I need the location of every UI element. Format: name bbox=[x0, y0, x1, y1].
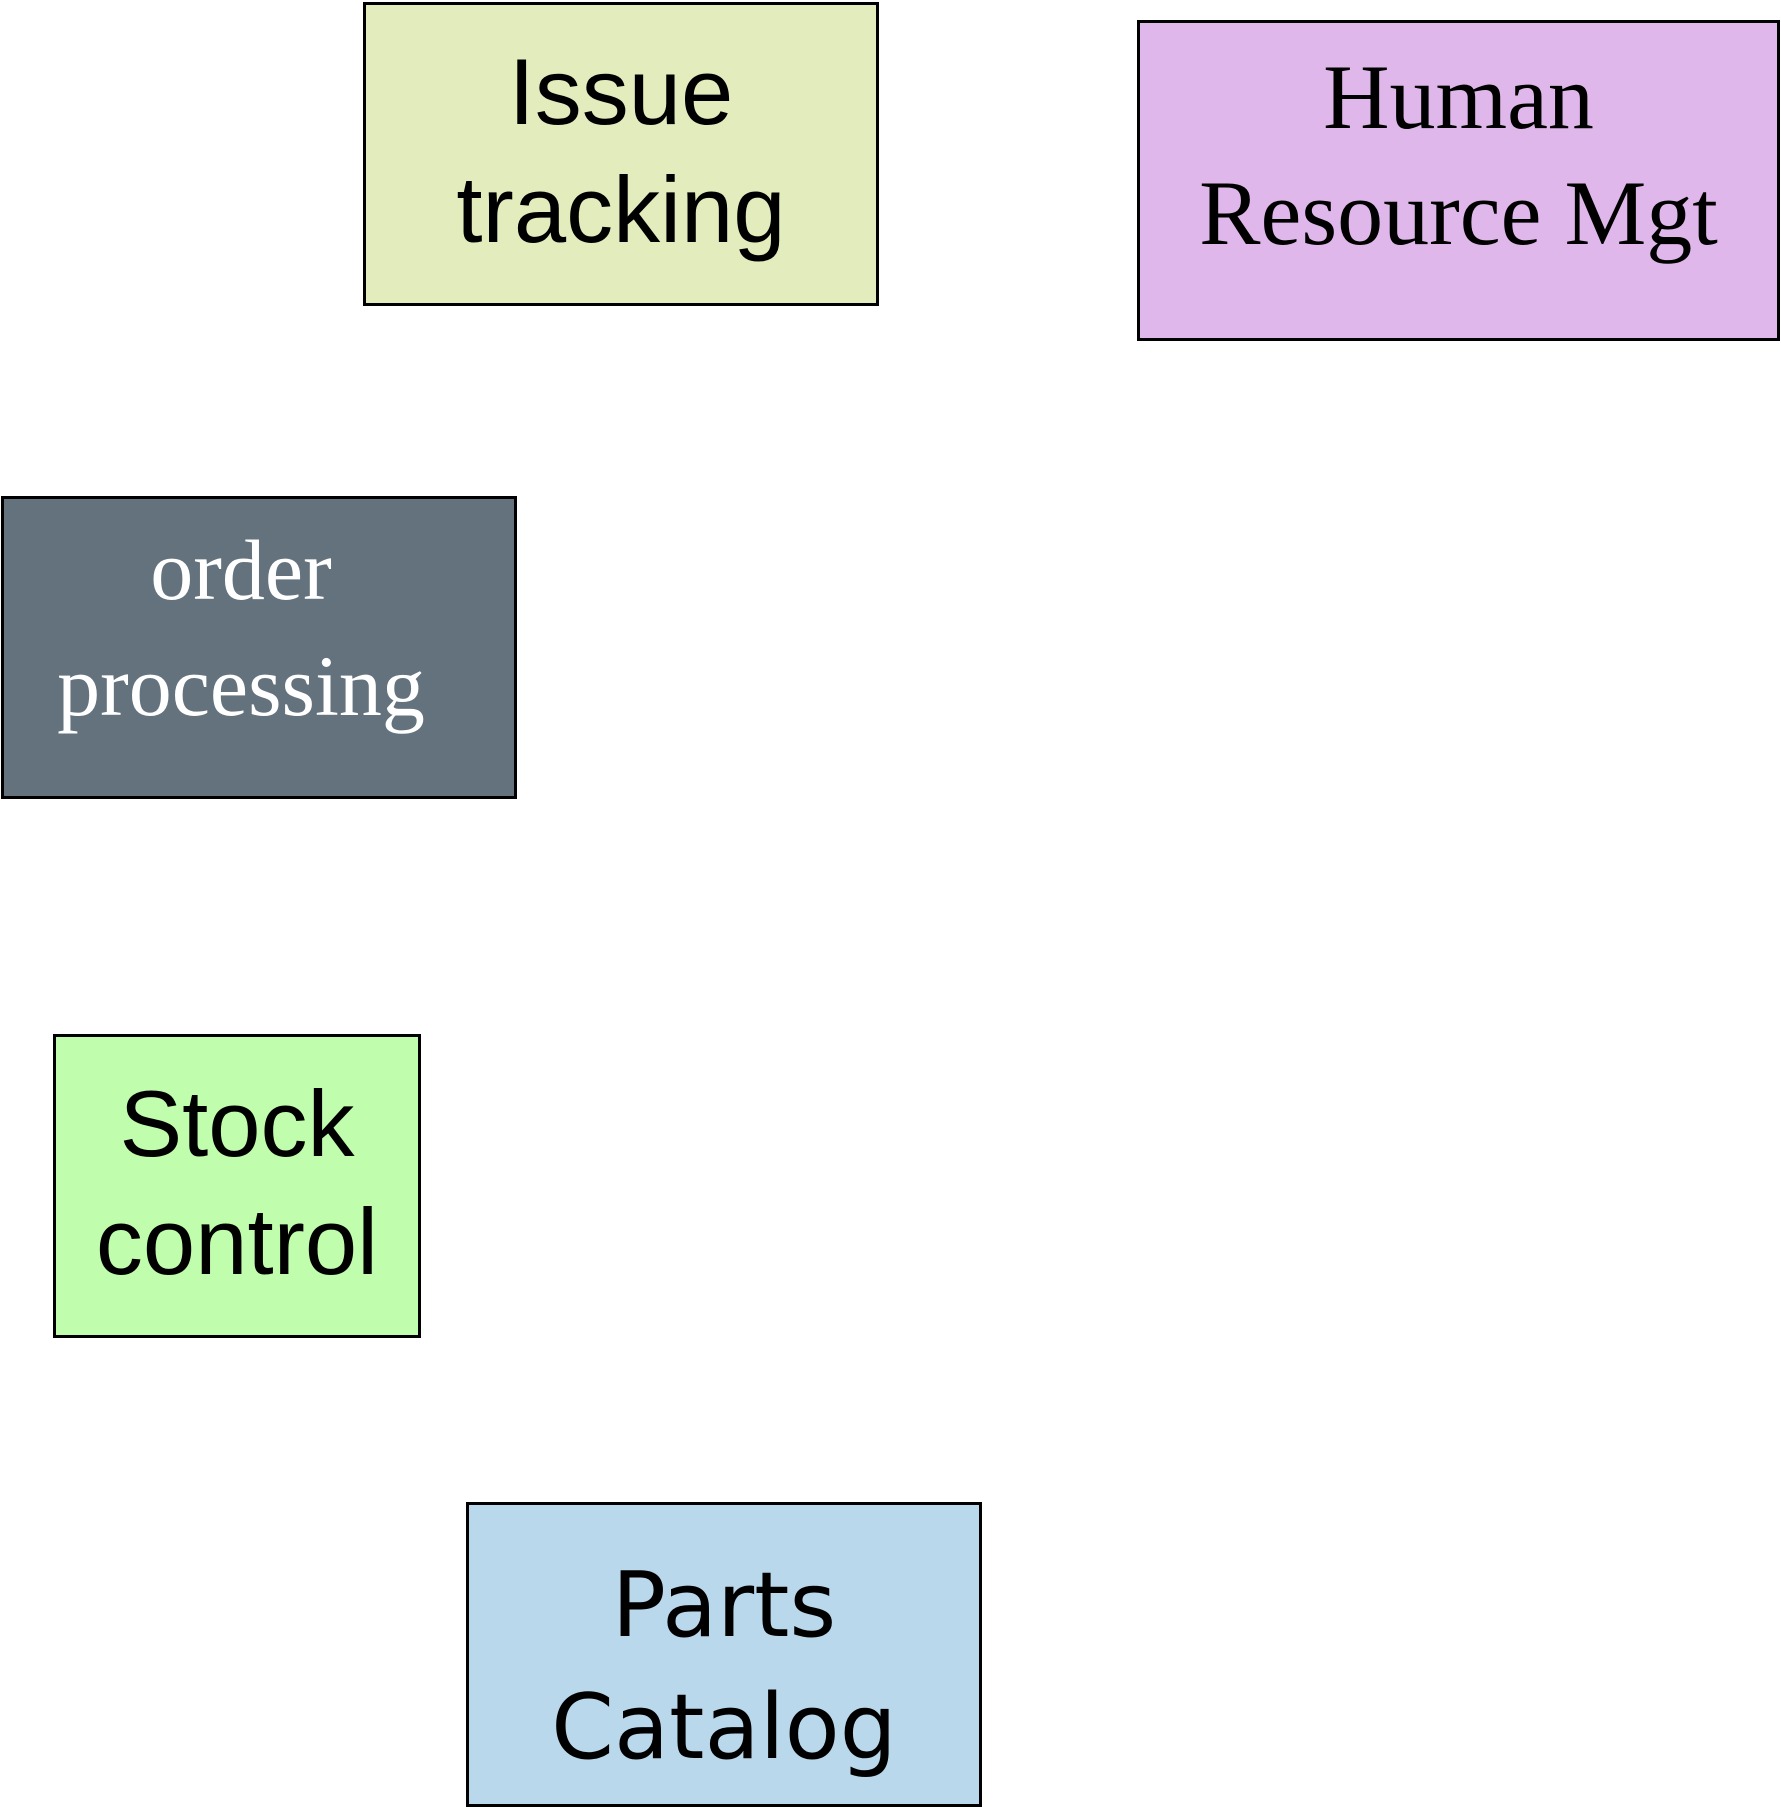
parts-catalog-label-line-2: Catalog bbox=[551, 1674, 897, 1780]
parts-catalog-label-line-1: Parts bbox=[611, 1552, 837, 1658]
stock-control-box: Stock control bbox=[53, 1034, 421, 1338]
order-processing-label-line-1: order bbox=[150, 521, 332, 618]
issue-tracking-label-line-2: tracking bbox=[456, 157, 786, 262]
stock-control-label-line-2: control bbox=[95, 1189, 379, 1294]
human-resource-mgt-box: Human Resource Mgt bbox=[1137, 20, 1780, 341]
issue-tracking-label-line-1: Issue bbox=[508, 39, 734, 144]
order-processing-label-line-2: processing bbox=[57, 637, 425, 734]
human-resource-label-line-2: Resource Mgt bbox=[1199, 161, 1718, 264]
stock-control-label-line-1: Stock bbox=[119, 1071, 355, 1176]
parts-catalog-box: Parts Catalog bbox=[466, 1502, 982, 1807]
human-resource-label-line-1: Human bbox=[1323, 45, 1594, 148]
order-processing-box: order processing bbox=[1, 496, 517, 799]
issue-tracking-box: Issue tracking bbox=[363, 2, 879, 306]
